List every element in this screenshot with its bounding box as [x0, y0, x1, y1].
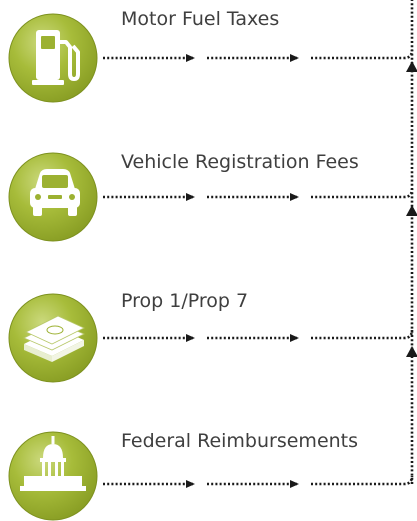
connector-arrow [311, 49, 414, 60]
source-circle [6, 429, 100, 521]
collector-arrowhead [406, 61, 417, 72]
fuel-pump-icon [32, 30, 80, 85]
connector-arrow [311, 329, 414, 340]
source-label: Vehicle Registration Fees [121, 151, 359, 173]
source-label: Prop 1/Prop 7 [121, 290, 248, 312]
money-stack-icon [23, 315, 85, 362]
connector-arrow [311, 475, 414, 486]
car-icon [30, 169, 80, 216]
collector-arrowhead [406, 346, 417, 357]
source-row-federal: Federal Reimbursements [6, 429, 414, 521]
capitol-building-icon [20, 436, 86, 491]
source-row-motor-fuel: Motor Fuel Taxes [6, 8, 414, 105]
source-row-prop: Prop 1/Prop 7 [6, 290, 417, 385]
source-label: Federal Reimbursements [121, 430, 358, 452]
collector-arrowhead [406, 205, 417, 216]
source-label: Motor Fuel Taxes [121, 8, 279, 30]
source-row-vehicle-registration: Vehicle Registration Fees [6, 150, 417, 244]
connector-arrow [311, 188, 414, 199]
